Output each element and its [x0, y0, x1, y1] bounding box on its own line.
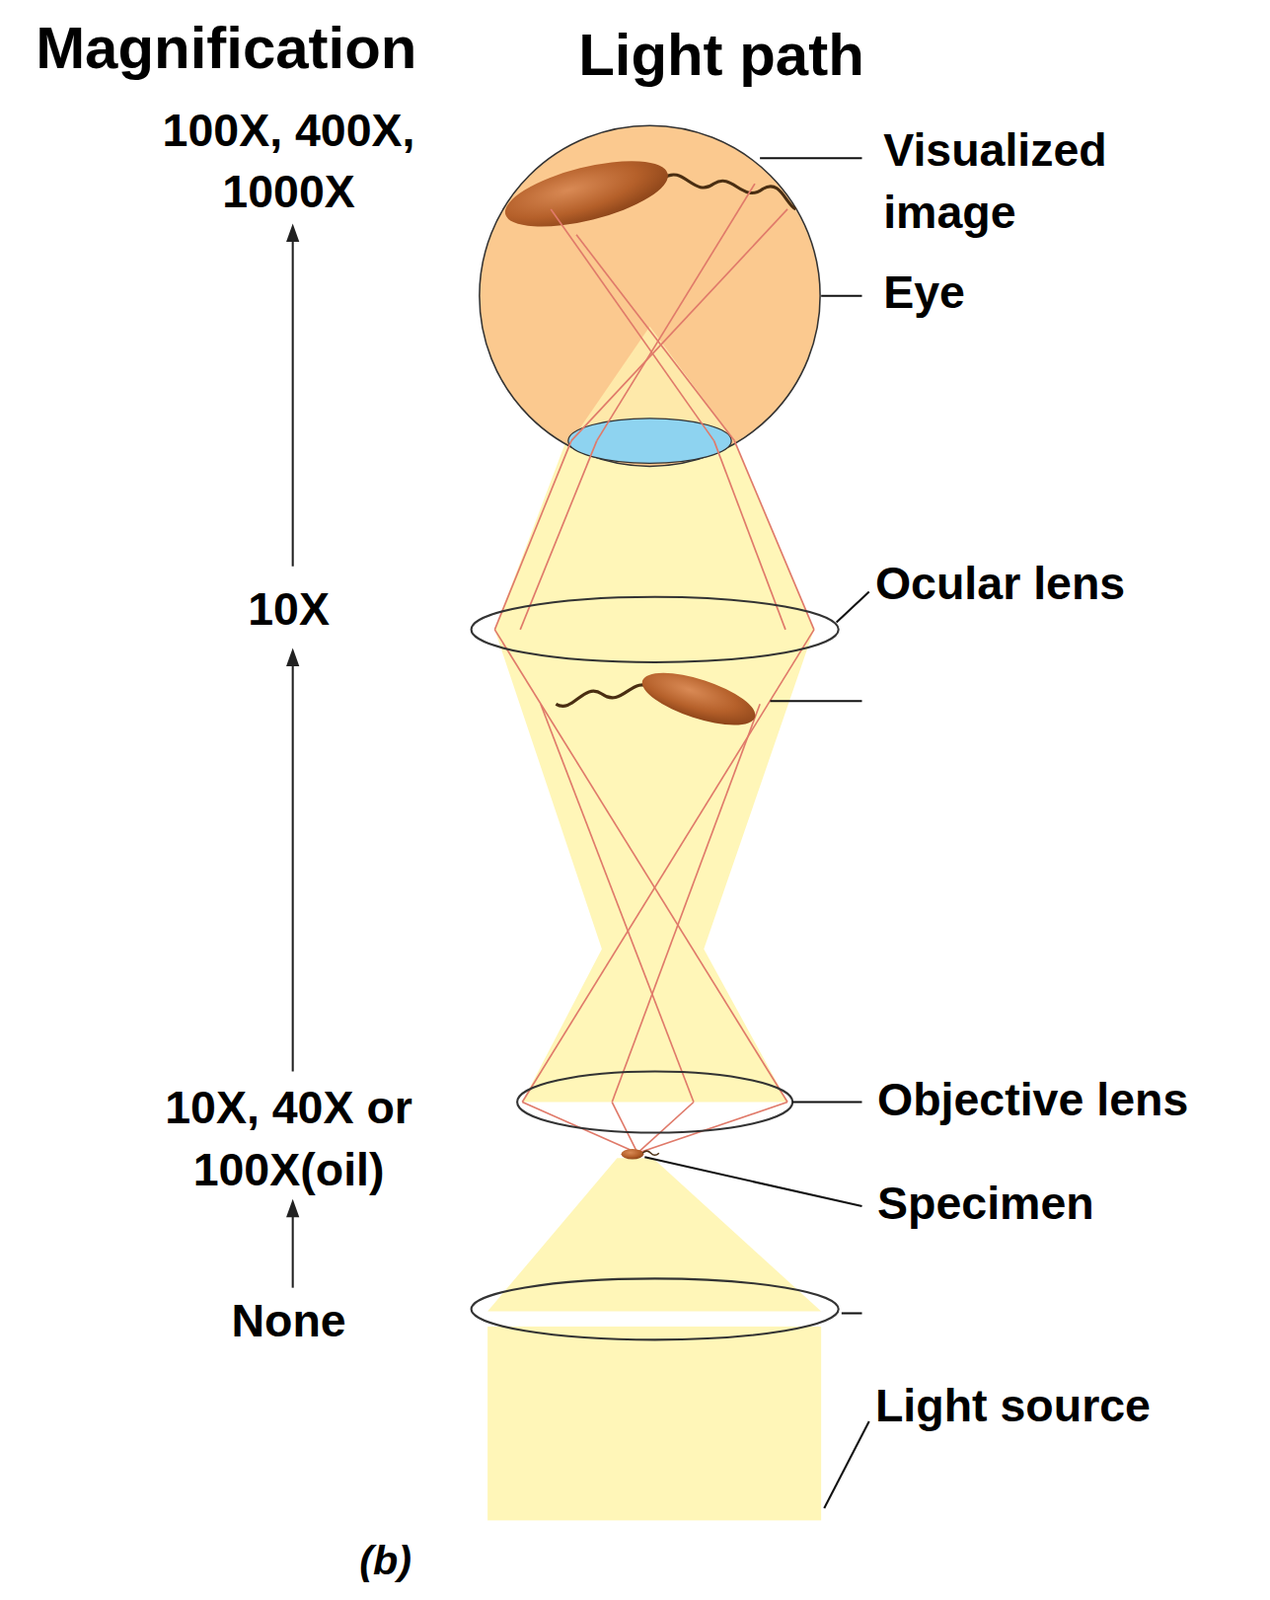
specimen [621, 1148, 660, 1159]
ocular-lens [471, 597, 839, 663]
light-source [487, 1326, 822, 1520]
column-heading: Magnification [35, 8, 417, 89]
condenser-lens [471, 1277, 839, 1340]
part-label: Ocular lens [875, 552, 1125, 615]
part-label: Visualized image [883, 119, 1190, 244]
visualized-bacterium [499, 148, 797, 240]
figure-caption: (b) [359, 1533, 412, 1589]
part-label: Light source [875, 1374, 1151, 1437]
intermediate-bacterium [555, 662, 761, 736]
eye-lens [568, 418, 732, 463]
column-heading: Light path [578, 15, 865, 96]
part-label: Specimen [877, 1172, 1095, 1235]
magnification-value: 100X, 400X, 1000X [125, 99, 452, 225]
objective-lens [517, 1070, 793, 1132]
part-label: Objective lens [877, 1068, 1189, 1131]
magnification-value: 10X [186, 578, 391, 641]
light-beam [494, 441, 815, 1103]
part-label: Eye [883, 261, 966, 324]
light-rays [494, 183, 815, 1153]
leader-lines [644, 157, 869, 1508]
eye [479, 125, 821, 466]
magnification-value: 10X, 40X or 100X(oil) [125, 1076, 452, 1201]
magnification-value: None [186, 1289, 391, 1352]
light-cone [487, 1157, 822, 1311]
